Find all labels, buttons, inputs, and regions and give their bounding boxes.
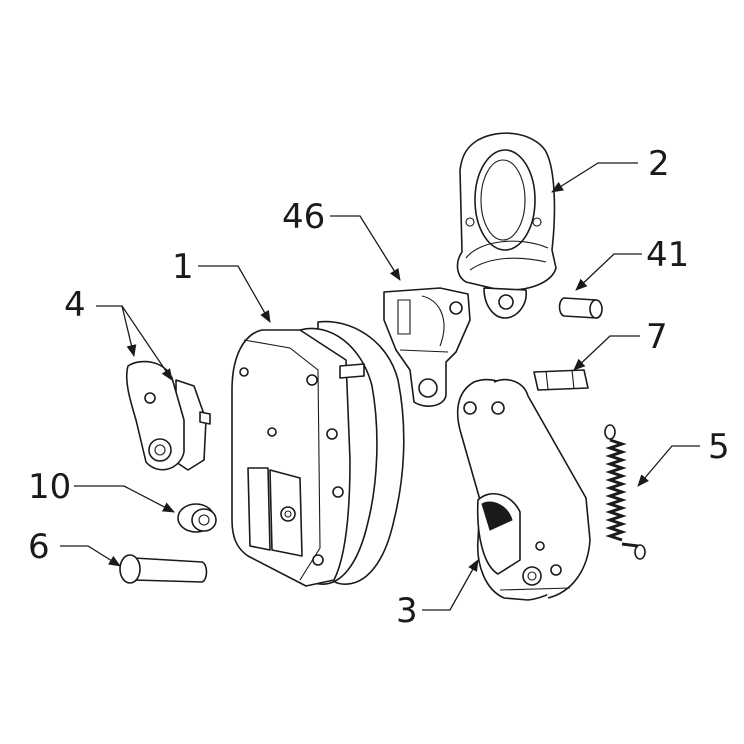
callout-5: 5 [708, 427, 730, 467]
callout-41: 41 [646, 235, 689, 275]
callout-1: 1 [172, 247, 194, 287]
part-46-swivel-link [383, 287, 471, 407]
callout-numbers: 1 2 3 4 5 6 7 10 41 46 [28, 144, 730, 631]
part-5-spring [604, 424, 646, 560]
callout-6: 6 [28, 527, 50, 567]
callout-46: 46 [282, 197, 325, 237]
callout-7: 7 [646, 317, 668, 357]
leader-10 [74, 485, 175, 513]
leader-46 [330, 215, 401, 281]
callout-3: 3 [396, 591, 418, 631]
callout-2: 2 [648, 144, 670, 184]
callout-4: 4 [64, 285, 86, 325]
leader-lines [60, 162, 700, 611]
callout-10: 10 [28, 467, 71, 507]
leader-2 [551, 162, 638, 193]
leader-7 [573, 335, 640, 371]
part-3-jaw-arm [456, 378, 591, 601]
leader-6 [60, 545, 121, 567]
part-41-pin [558, 297, 603, 319]
part-7-sleeve [533, 369, 589, 391]
part-2-lifting-eye [456, 132, 557, 319]
leader-3 [422, 559, 479, 611]
part-10-roller [177, 503, 217, 533]
leader-4a [96, 305, 137, 357]
part-6-bolt-pin [119, 554, 208, 584]
leader-1 [198, 265, 271, 323]
leader-41 [575, 253, 642, 291]
leader-4b [121, 305, 173, 381]
leader-5 [637, 445, 700, 487]
part-4-cam-lever [125, 360, 211, 471]
part-1-clamp-body [231, 320, 405, 587]
